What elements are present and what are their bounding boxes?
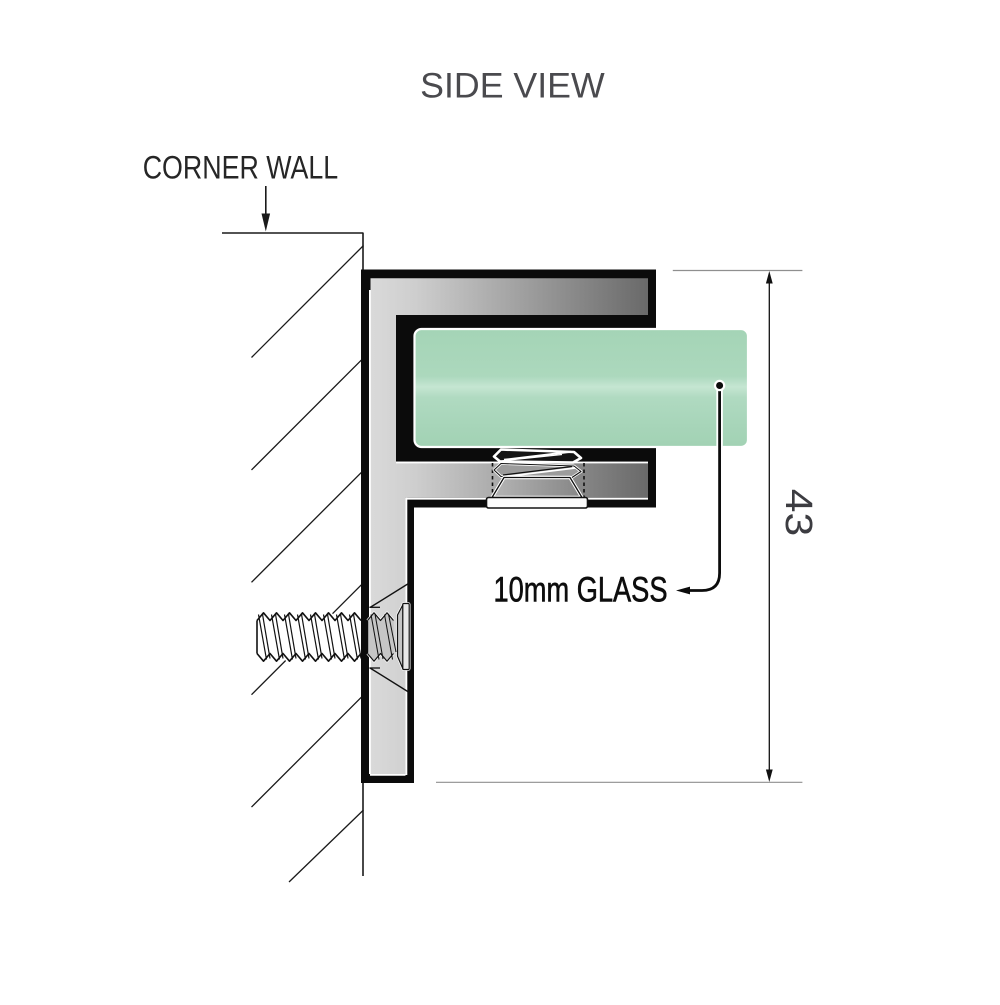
svg-text:CORNER WALL: CORNER WALL	[143, 150, 339, 186]
svg-text:10mm GLASS: 10mm GLASS	[494, 571, 668, 610]
svg-text:43: 43	[777, 489, 819, 537]
svg-text:SIDE VIEW: SIDE VIEW	[420, 67, 605, 106]
